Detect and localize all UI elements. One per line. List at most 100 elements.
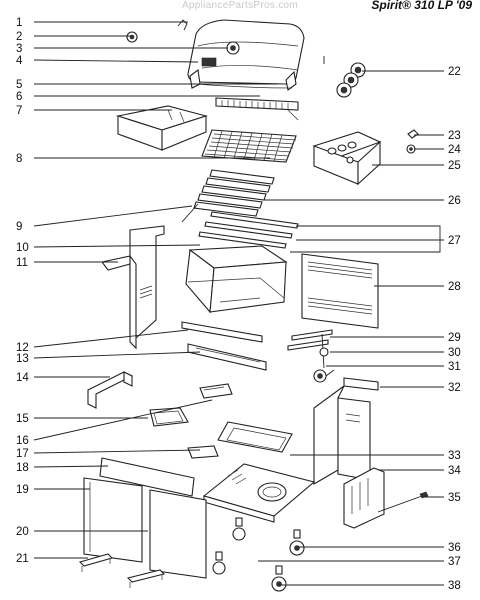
callout-number: 37 [448,556,461,568]
callout-number: 7 [16,105,22,117]
part-31-regulator[interactable] [313,369,335,383]
part-10-cookbox[interactable] [185,245,288,314]
part-37-bottom-shelf[interactable] [202,463,316,523]
callout-18[interactable]: 18 [16,462,109,474]
diagram-title: Spirit® 310 LP '09 [371,0,472,12]
callout-number: 32 [448,382,461,394]
callout-20[interactable]: 20 [16,526,148,538]
part-22-control-knobs[interactable] [323,56,366,98]
callout-21[interactable]: 21 [16,553,88,565]
part-19-left-door[interactable] [83,477,143,563]
part-8-cooking-grate[interactable] [201,129,297,163]
callout-27[interactable]: 27 [296,235,461,247]
callout-36[interactable]: 36 [298,542,461,554]
leader-line [33,351,201,359]
part-24-igniter-button[interactable] [406,144,416,154]
part-28-rear-panel[interactable] [301,253,379,329]
callout-12[interactable]: 12 [16,329,189,354]
callout-2[interactable]: 2 [16,31,130,43]
callout-15[interactable]: 15 [16,413,148,425]
callout-19[interactable]: 19 [16,484,90,496]
part-17-small-tray[interactable] [187,445,219,459]
callout-4[interactable]: 4 [16,55,199,67]
part-11-left-frame[interactable] [101,225,165,350]
callout-1[interactable]: 1 [16,17,188,29]
leader-line [33,205,193,227]
callout-14[interactable]: 14 [16,372,110,384]
callout-11[interactable]: 11 [16,257,118,269]
callout-number: 2 [16,31,22,43]
callout-number: 19 [16,484,29,496]
callout-25[interactable]: 25 [372,160,461,172]
part-18-front-panel[interactable] [99,457,195,497]
part-23-clip[interactable] [407,129,419,139]
part-9-crossover-tube[interactable] [181,203,199,223]
part-30-valve-assembly[interactable] [319,333,329,369]
callout-16[interactable]: 16 [16,399,213,447]
part-1-hook[interactable] [177,19,188,31]
part-12-front-rail[interactable] [181,321,263,343]
callout-number: 25 [448,160,461,172]
callout-35[interactable]: 35 [424,492,461,504]
callout-37[interactable]: 37 [258,556,461,568]
part-6-warming-rack[interactable] [215,97,299,121]
callout-layer: 1234567891011121314151617181920212223242… [16,17,461,592]
part-16-drip-pan[interactable] [199,383,233,399]
callout-24[interactable]: 24 [414,144,461,156]
watermark: AppliancePartsPros.com [181,0,299,11]
callout-number: 22 [448,66,461,78]
part-5-lid-rim[interactable] [195,83,293,89]
callout-8[interactable]: 8 [16,153,270,165]
callout-33[interactable]: 33 [290,450,461,462]
callout-28[interactable]: 28 [374,281,461,293]
part-15-catch-pan-tray[interactable] [149,407,189,427]
part-32-right-frame[interactable] [313,377,379,485]
callout-17[interactable]: 17 [16,448,201,460]
part-13-lower-rail[interactable] [187,343,267,371]
part-14-bracket[interactable] [87,371,134,409]
part-34-tank-bracket[interactable] [343,467,385,529]
part-27-burner-tubes[interactable] [198,211,299,249]
part-7-left-side-table[interactable] [115,105,208,151]
part-21-door-handles[interactable] [78,553,166,588]
part-3-lid[interactable] [187,19,305,91]
callout-38[interactable]: 38 [278,580,461,592]
callout-32[interactable]: 32 [380,382,461,394]
callout-number: 6 [16,91,22,103]
callout-number: 12 [16,342,29,354]
part-caster-wheels[interactable] [212,517,246,575]
part-33-bottom-tray[interactable] [217,421,293,453]
part-29-manifold[interactable] [287,329,333,351]
callout-number: 11 [16,257,28,269]
callout-31[interactable]: 31 [326,361,461,373]
callout-10[interactable]: 10 [16,242,201,254]
leader-line [33,329,189,348]
callout-5[interactable]: 5 [16,79,278,91]
callout-number: 28 [448,281,461,293]
part-25-right-control-panel[interactable] [312,131,382,186]
leader-line [33,399,213,441]
callout-13[interactable]: 13 [16,351,201,365]
callout-23[interactable]: 23 [414,130,461,142]
leader-line [33,244,201,248]
part-20-right-door[interactable] [149,489,207,579]
part-36-caster[interactable] [289,529,305,556]
part-35-tool[interactable] [377,491,429,513]
callout-22[interactable]: 22 [362,66,461,78]
callout-26[interactable]: 26 [264,195,461,207]
callout-number: 1 [16,17,22,29]
callout-9[interactable]: 9 [16,205,193,233]
callout-7[interactable]: 7 [16,105,172,117]
callout-6[interactable]: 6 [16,91,260,103]
part-2-knob[interactable] [126,31,138,43]
callout-3[interactable]: 3 [16,43,228,55]
part-26-flavorizer-bars[interactable] [193,169,275,217]
callout-number: 14 [16,372,29,384]
callout-29[interactable]: 29 [330,332,461,344]
callout-number: 3 [16,43,22,55]
callout-30[interactable]: 30 [330,347,461,359]
part-38-caster[interactable] [271,565,287,592]
callout-number: 5 [16,79,22,91]
callout-34[interactable]: 34 [378,465,461,477]
